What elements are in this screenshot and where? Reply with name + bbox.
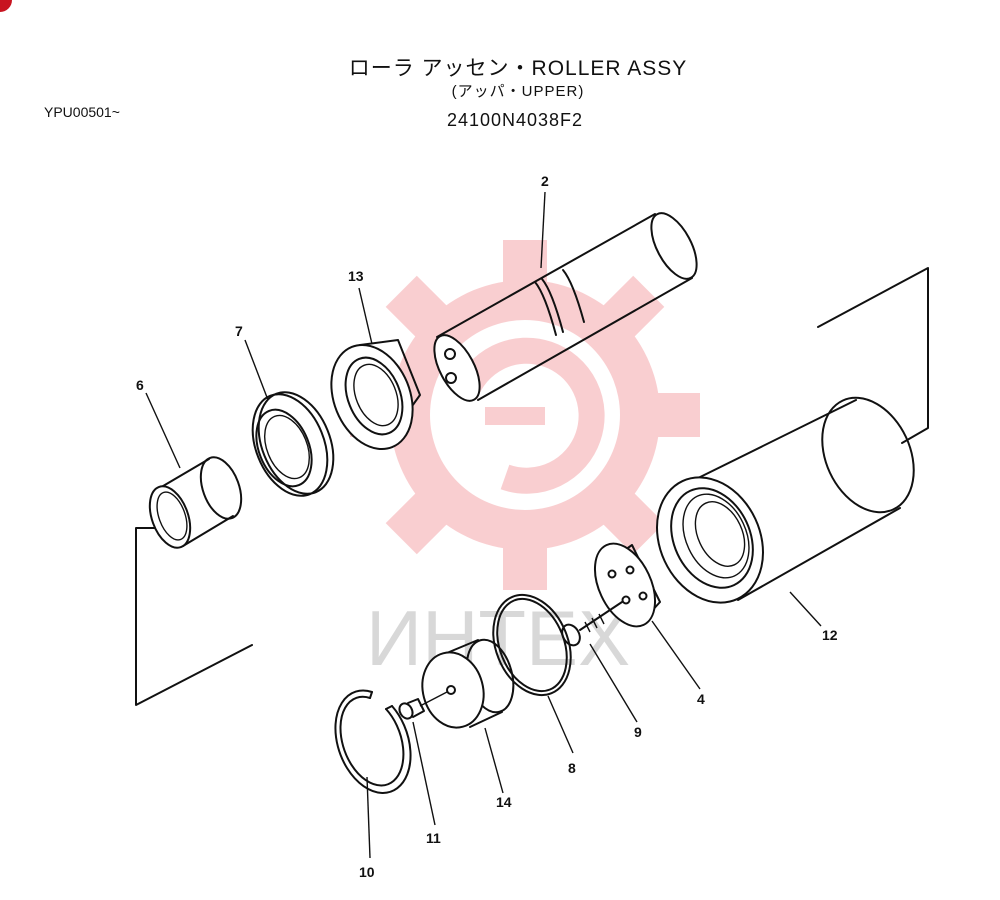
bushing-part-6 xyxy=(148,456,243,549)
end-cover-part-14 xyxy=(419,638,515,729)
snap-ring-part-10 xyxy=(334,689,412,794)
callout-9: 9 xyxy=(634,724,642,740)
callout-14: 14 xyxy=(496,794,512,810)
drawing-title: ローラ アッセン・ROLLER ASSY xyxy=(348,57,688,80)
drawing-subtitle: (アッパ・UPPER) xyxy=(451,83,585,100)
callout-13: 13 xyxy=(348,268,364,284)
cover-plate-part-4 xyxy=(593,542,661,628)
leader-lines xyxy=(145,191,822,859)
callout-11: 11 xyxy=(426,830,441,846)
bolt-part-9 xyxy=(561,601,623,647)
callout-12: 12 xyxy=(822,627,838,643)
callout-10: 10 xyxy=(359,864,375,880)
assembly-bracket-right xyxy=(817,267,929,444)
serial-range: YPU00501~ xyxy=(44,104,120,120)
assembly-bracket-left xyxy=(135,527,253,706)
part-number: 24100N4038F2 xyxy=(446,110,584,130)
plug-part-11 xyxy=(398,698,425,720)
callout-6: 6 xyxy=(136,377,144,393)
callout-4: 4 xyxy=(697,691,705,707)
collar-part-13 xyxy=(330,339,421,451)
roller-part-12 xyxy=(656,396,915,604)
seal-part-7 xyxy=(251,391,335,497)
callout-8: 8 xyxy=(568,760,576,776)
shaft-part-2 xyxy=(433,212,698,402)
callout-7: 7 xyxy=(235,323,243,339)
callout-2: 2 xyxy=(541,173,549,189)
o-ring-part-8 xyxy=(492,593,572,697)
